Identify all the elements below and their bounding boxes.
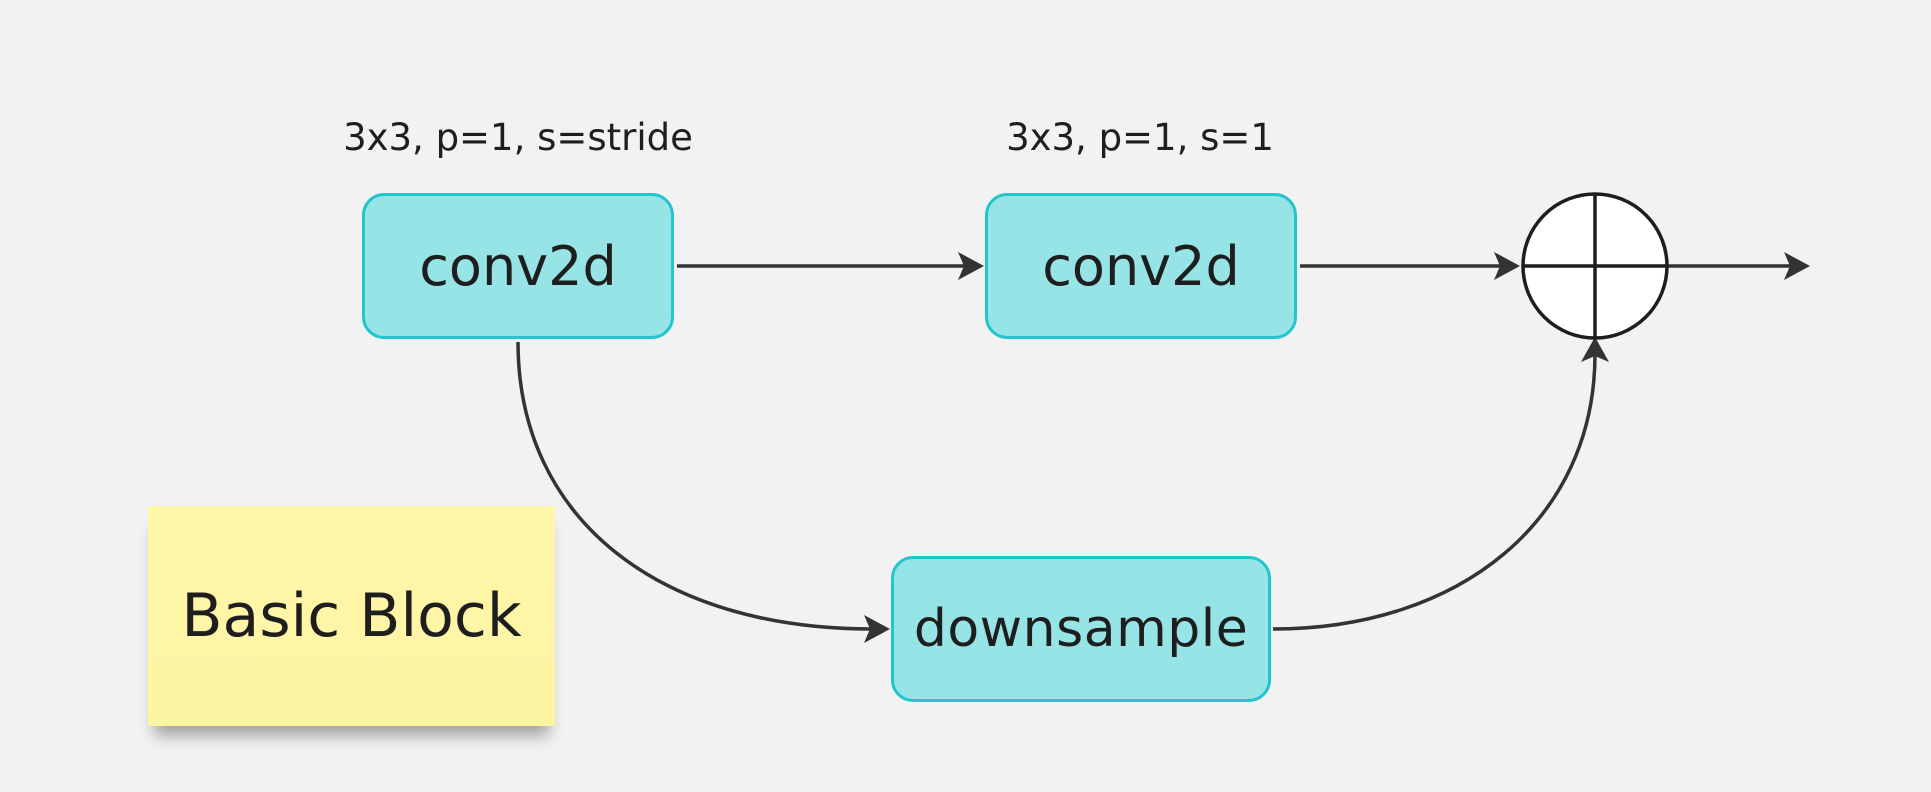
arrowhead-icon <box>864 615 890 643</box>
conv1-caption: 3x3, p=1, s=stride <box>343 116 693 159</box>
downsample-label: downsample <box>913 599 1249 659</box>
sum-node <box>1521 192 1669 340</box>
edge-sum-to-output <box>1668 252 1810 280</box>
conv2-node[interactable]: conv2d <box>985 193 1297 339</box>
conv2-label: conv2d <box>1042 234 1240 298</box>
edge-downsample-to-sum <box>1272 337 1609 631</box>
conv1-label: conv2d <box>419 234 617 298</box>
edge-conv2-to-sum <box>1300 252 1520 280</box>
conv1-node[interactable]: conv2d <box>362 193 674 339</box>
arrowhead-icon <box>958 252 984 280</box>
arrowhead-icon <box>1784 252 1810 280</box>
sticky-note[interactable]: Basic Block <box>148 506 555 726</box>
conv2-caption: 3x3, p=1, s=1 <box>1006 116 1274 159</box>
edge-conv1-to-conv2 <box>677 252 984 280</box>
circled-plus-icon <box>1521 192 1669 340</box>
edge-conv1-to-downsample <box>516 341 890 643</box>
arrowhead-icon <box>1494 252 1520 280</box>
sticky-note-text: Basic Block <box>181 581 522 651</box>
arrowhead-icon <box>1581 337 1609 362</box>
downsample-node[interactable]: downsample <box>891 556 1271 702</box>
